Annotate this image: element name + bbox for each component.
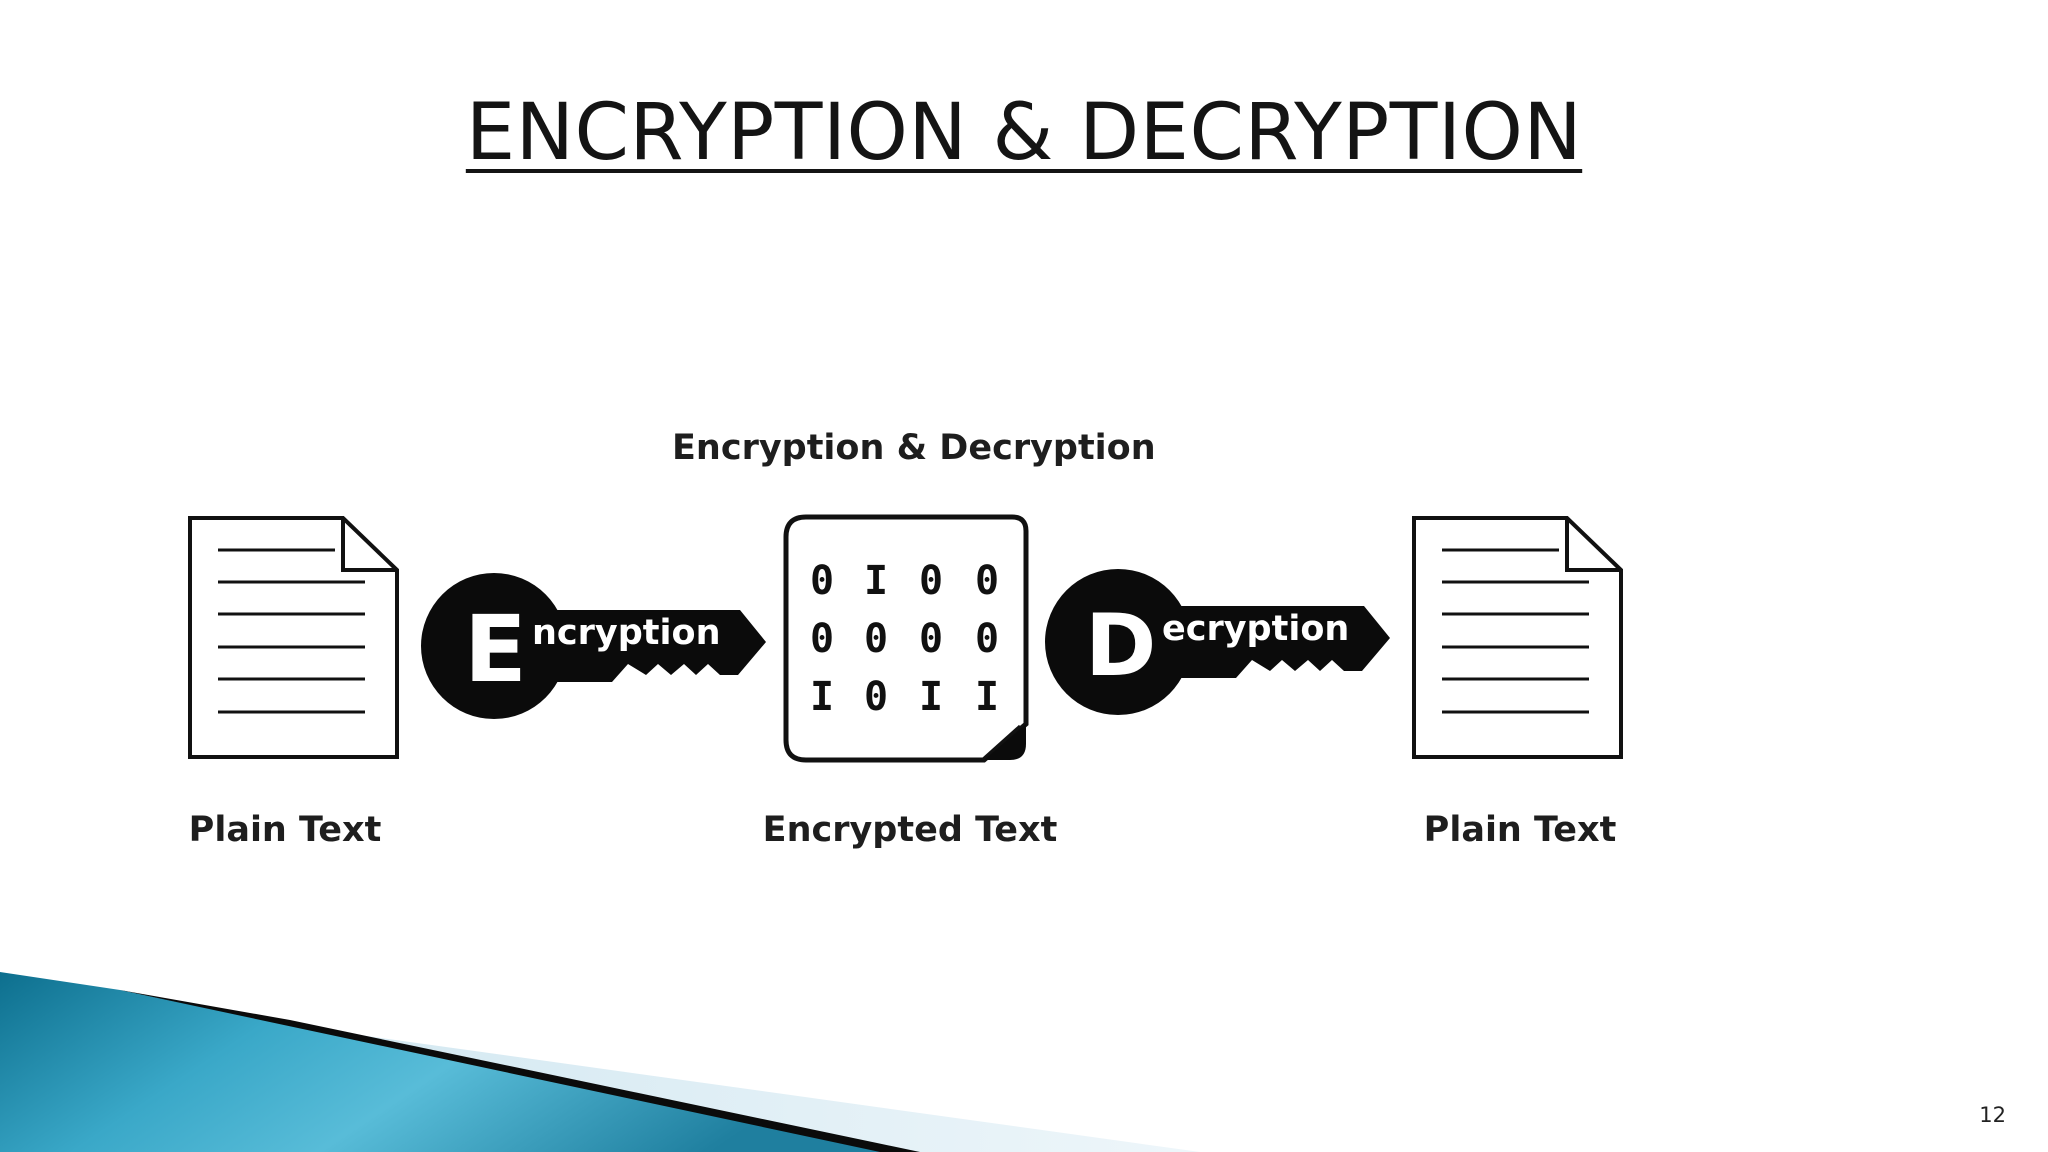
diagram-heading: Encryption & Decryption — [672, 428, 1156, 468]
encryption-key-label: ncryption — [532, 613, 720, 653]
binary-digit: 0 — [919, 558, 943, 604]
binary-grid: 0 I 0 0 0 0 0 0 I 0 I I — [810, 558, 999, 720]
binary-digit: 0 — [810, 616, 834, 662]
decryption-key-initial: D — [1085, 596, 1156, 696]
caption-plain-text-right: Plain Text — [1423, 810, 1617, 850]
plain-text-document-icon — [188, 516, 399, 759]
slide-title: ENCRYPTION & DECRYPTION — [0, 88, 2048, 178]
decryption-key-label: ecryption — [1162, 609, 1349, 649]
swoosh-dark-stripe — [120, 990, 920, 1152]
binary-digit: I — [919, 674, 943, 720]
binary-digit: I — [975, 674, 999, 720]
binary-digit: 0 — [864, 674, 888, 720]
decryption-key-icon: D ecryption — [1045, 569, 1390, 715]
swoosh-pale-band — [180, 1010, 1200, 1152]
binary-digit: 0 — [975, 558, 999, 604]
encryption-key-initial: E — [464, 596, 527, 703]
binary-digit: 0 — [919, 616, 943, 662]
plain-text-document-icon — [1412, 516, 1623, 759]
binary-digit: 0 — [810, 558, 834, 604]
slide-title-text: ENCRYPTION & DECRYPTION — [465, 88, 1583, 178]
encrypted-binary-document-icon — [783, 514, 1029, 763]
caption-plain-text-left: Plain Text — [188, 810, 382, 850]
page-number: 12 — [1979, 1103, 2006, 1127]
caption-encrypted-text: Encrypted Text — [762, 810, 1058, 850]
binary-digit: 0 — [864, 616, 888, 662]
binary-digit: I — [864, 558, 888, 604]
binary-digit: 0 — [975, 616, 999, 662]
encryption-key-icon: E ncryption — [421, 573, 766, 719]
binary-digit: I — [810, 674, 834, 720]
